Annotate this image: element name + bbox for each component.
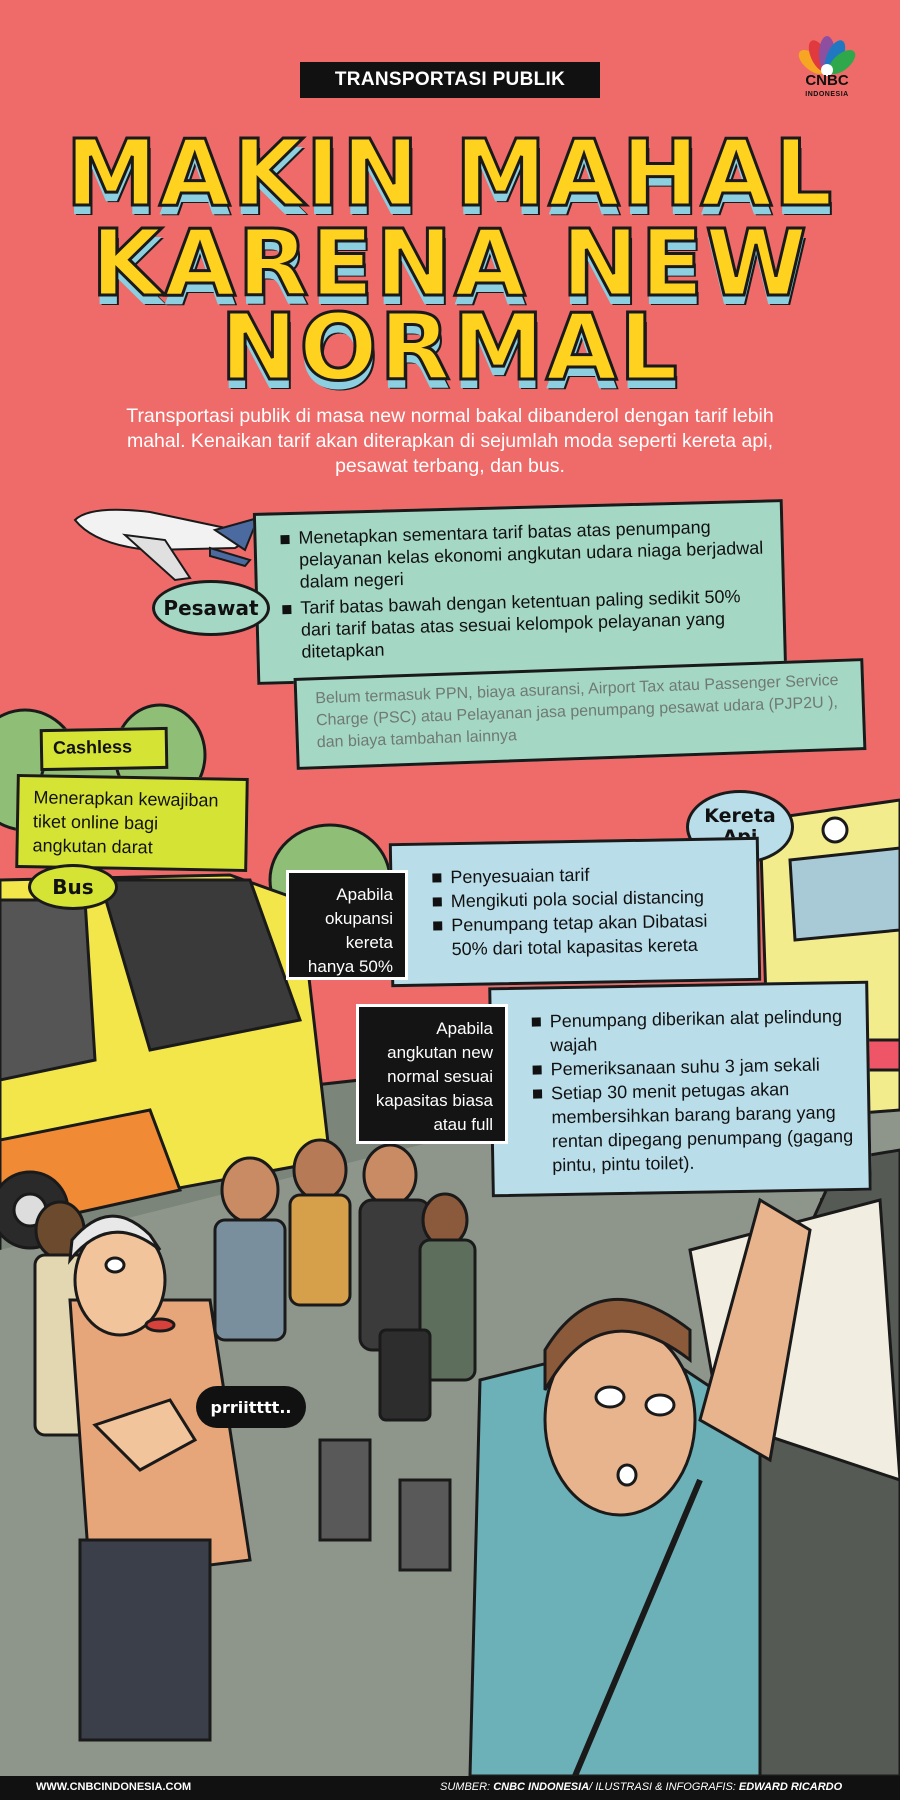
kereta-case2-point-1: Penumpang diberikan alat pelindung wajah xyxy=(530,1004,855,1058)
kereta-case1-title-box: Apabila okupansi kereta hanya 50% xyxy=(286,870,408,980)
kereta-case1-point-3: Penumpang tetap akan Dibatasi 50% dari t… xyxy=(431,908,746,961)
pesawat-point-1: Menetapkan sementara tarif batas atas pe… xyxy=(278,515,768,594)
pesawat-note: Belum termasuk PPN, biaya asuransi, Airp… xyxy=(315,671,839,752)
whistle-sound-text: prriitttt.. xyxy=(210,1397,292,1417)
kereta-case2-title: Apabila angkutan new normal sesuai kapas… xyxy=(375,1019,493,1134)
footer-credit-mid: / ILUSTRASI & INFOGRAFIS: xyxy=(589,1781,739,1793)
footer-credit-author: EDWARD RICARDO xyxy=(738,1781,843,1793)
pesawat-box: Menetapkan sementara tarif batas atas pe… xyxy=(252,499,788,685)
peacock-icon xyxy=(798,36,856,76)
kereta-case2-box: Penumpang diberikan alat pelindung wajah… xyxy=(488,980,872,1198)
footer-website: WWW.CNBCINDONESIA.COM xyxy=(36,1781,192,1793)
kereta-case2-title-box: Apabila angkutan new normal sesuai kapas… xyxy=(356,1004,508,1144)
kereta-case2-point-3: Setiap 30 menit petugas akan membersihka… xyxy=(531,1076,857,1178)
guard-illustration xyxy=(68,1214,252,1742)
footer-credit-source: CNBC INDONESIA xyxy=(493,1781,590,1793)
cashless-label: Cashless xyxy=(52,736,133,758)
headline-line-1: MAKIN MAHAL xyxy=(64,120,835,227)
headline-line-2: KARENA NEW xyxy=(90,210,809,317)
whistle-speech-bubble: prriitttt.. xyxy=(196,1386,306,1428)
logo-wordmark: CNBC INDONESIA xyxy=(805,72,849,98)
cashless-text: Menerapkan kewajiban tiket online bagi a… xyxy=(32,787,219,858)
cashless-box: Menerapkan kewajiban tiket online bagi a… xyxy=(15,773,249,873)
footer-bar: WWW.CNBCINDONESIA.COM SUMBER: CNBC INDON… xyxy=(0,1776,900,1800)
bus-label: Bus xyxy=(28,864,118,910)
kereta-case1-title: Apabila okupansi kereta hanya 50% xyxy=(307,885,393,976)
porter-illustration xyxy=(468,1197,900,1778)
headline-line-3: NORMAL xyxy=(219,294,680,401)
bus-illustration xyxy=(0,873,332,1250)
intro-paragraph: Transportasi publik di masa new normal b… xyxy=(126,405,774,477)
category-tag: TRANSPORTASI PUBLIK xyxy=(300,62,600,98)
brand-logo: CNBC INDONESIA xyxy=(782,34,872,100)
airplane-illustration xyxy=(73,508,260,582)
footer-credit: SUMBER: CNBC INDONESIA/ ILUSTRASI & INFO… xyxy=(440,1781,842,1793)
kereta-case1-box: Penyesuaian tarif Mengikuti pola social … xyxy=(388,836,762,988)
pesawat-point-2: Tarif batas bawah dengan ketentuan palin… xyxy=(280,585,770,664)
pesawat-label: Pesawat xyxy=(152,580,270,636)
cashless-label-box: Cashless xyxy=(39,726,169,772)
footer-credit-prefix: SUMBER: xyxy=(440,1781,494,1793)
